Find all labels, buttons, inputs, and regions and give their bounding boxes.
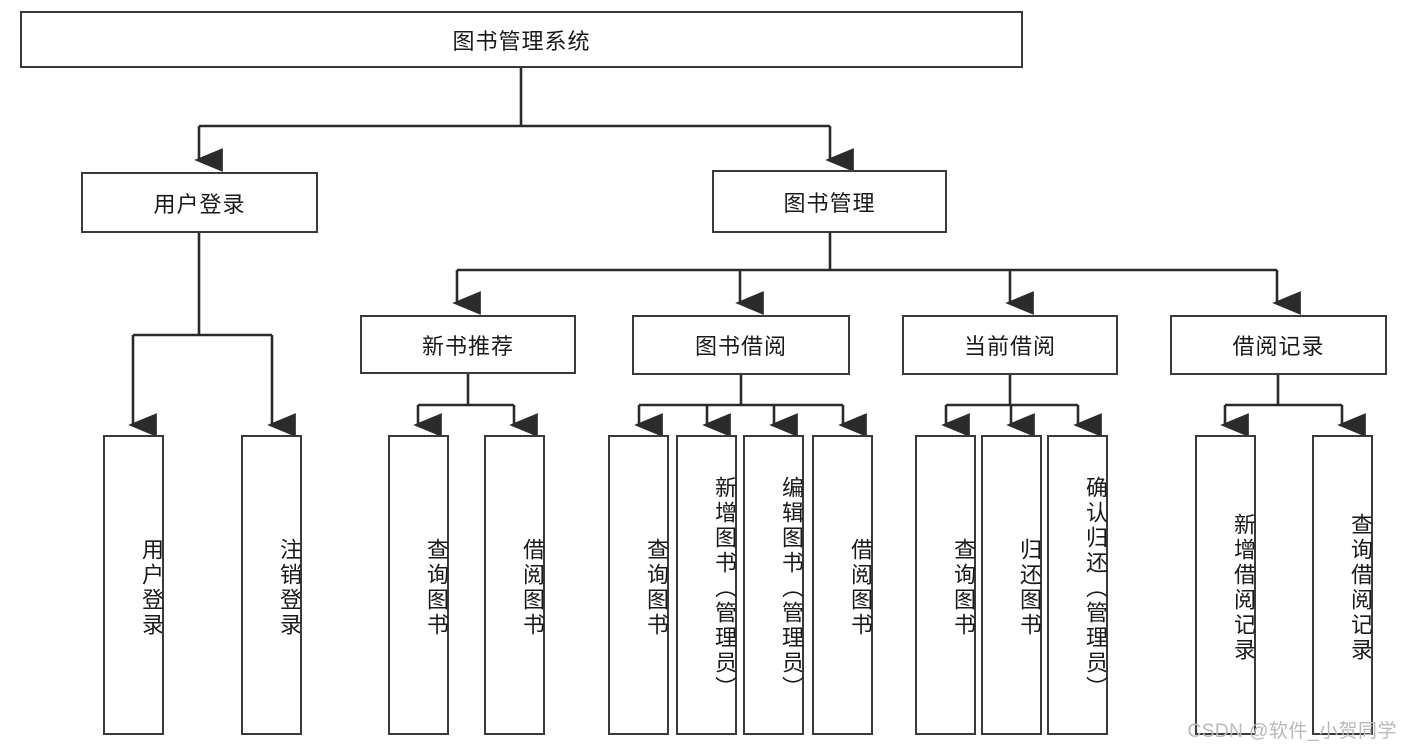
node-label: 借阅记录	[1232, 334, 1325, 359]
node-leaf-user-logout[interactable]: 注销登录	[241, 435, 302, 735]
node-label: 新书推荐	[421, 333, 514, 359]
node-label: 借阅图书	[848, 538, 873, 638]
node-label: 编辑图书（管理员）	[779, 475, 804, 701]
node-leaf-query-book-2[interactable]: 查询图书	[608, 435, 669, 735]
node-current-borrow[interactable]: 当前借阅	[902, 315, 1118, 375]
node-leaf-borrow-book-1[interactable]: 借阅图书	[484, 435, 545, 735]
node-label: 注销登录	[277, 538, 302, 638]
node-label: 图书借阅	[694, 334, 787, 359]
node-leaf-confirm-return[interactable]: 确认归还（管理员）	[1047, 435, 1108, 735]
node-leaf-add-book[interactable]: 新增图书（管理员）	[676, 435, 737, 735]
node-leaf-query-book-1[interactable]: 查询图书	[388, 435, 449, 735]
node-leaf-borrow-book-2[interactable]: 借阅图书	[812, 435, 873, 735]
node-label: 查询图书	[424, 538, 449, 638]
node-label: 查询图书	[951, 538, 976, 638]
node-label: 查询借阅记录	[1348, 513, 1373, 663]
node-leaf-edit-book[interactable]: 编辑图书（管理员）	[743, 435, 804, 735]
node-label: 查询图书	[644, 538, 669, 638]
csdn-watermark: CSDN @软件_小贺同学	[1187, 721, 1397, 742]
node-leaf-query-book-3[interactable]: 查询图书	[915, 435, 976, 735]
node-new-book-recommend[interactable]: 新书推荐	[360, 315, 576, 374]
node-label: 用户登录	[139, 538, 164, 638]
node-leaf-add-record[interactable]: 新增借阅记录	[1195, 435, 1256, 735]
node-label: 图书管理系统	[452, 28, 591, 54]
node-label: 图书管理	[783, 190, 876, 216]
node-leaf-query-record[interactable]: 查询借阅记录	[1312, 435, 1373, 735]
node-label: 借阅图书	[520, 538, 545, 638]
node-label: 新增图书（管理员）	[712, 475, 737, 701]
node-label: 用户登录	[153, 191, 246, 217]
node-label: 确认归还（管理员）	[1083, 475, 1108, 701]
node-leaf-user-login[interactable]: 用户登录	[103, 435, 164, 735]
node-root-system[interactable]: 图书管理系统	[20, 11, 1023, 68]
node-borrow-record[interactable]: 借阅记录	[1170, 315, 1387, 375]
node-label: 归还图书	[1017, 538, 1042, 638]
node-user-login[interactable]: 用户登录	[81, 172, 318, 233]
node-label: 新增借阅记录	[1231, 513, 1256, 663]
node-label: 当前借阅	[963, 334, 1056, 359]
node-leaf-return-book[interactable]: 归还图书	[981, 435, 1042, 735]
node-book-borrow[interactable]: 图书借阅	[632, 315, 850, 375]
node-book-manage[interactable]: 图书管理	[712, 170, 947, 233]
